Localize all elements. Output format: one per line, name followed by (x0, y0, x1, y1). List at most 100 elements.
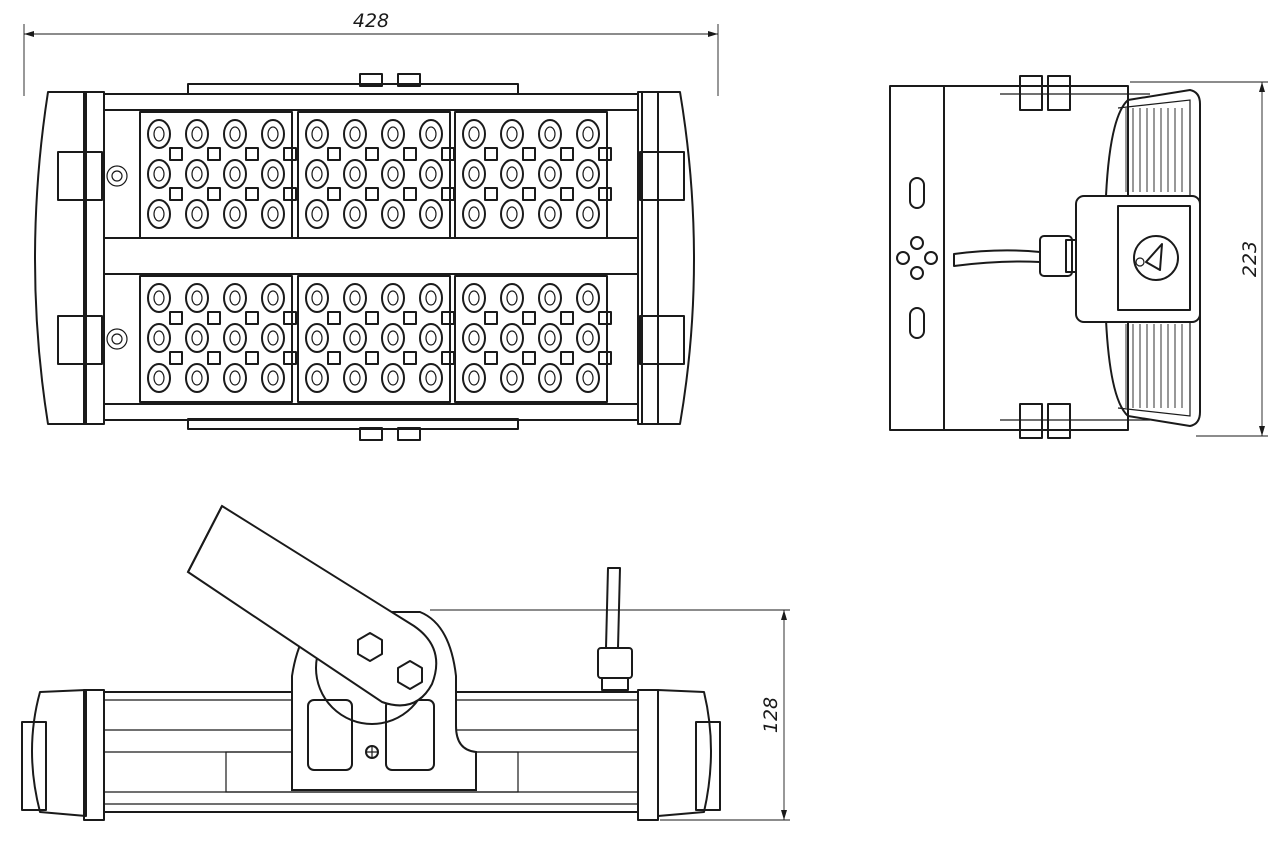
led-lens-inner (153, 206, 165, 222)
led-lens (185, 199, 209, 229)
bottom-view (21, 504, 721, 821)
led-lens (147, 323, 171, 353)
led-lens-inner (425, 206, 437, 222)
led-lens-inner (544, 290, 556, 306)
led-spacer (327, 147, 341, 161)
led-lens-inner (229, 290, 241, 306)
led-lens (419, 363, 443, 393)
led-lens-inner (582, 370, 594, 386)
led-lens-inner (153, 126, 165, 142)
led-lens-inner (229, 126, 241, 142)
led-spacer (560, 311, 574, 325)
led-lens-inner (387, 290, 399, 306)
led-spacer (403, 351, 417, 365)
led-module (139, 275, 293, 403)
led-lens (343, 199, 367, 229)
led-lens-inner (267, 370, 279, 386)
led-lens (343, 363, 367, 393)
led-spacer (283, 351, 297, 365)
led-module (297, 275, 451, 403)
led-lens (305, 363, 329, 393)
led-lens (419, 323, 443, 353)
led-lens (576, 199, 600, 229)
led-lens (147, 283, 171, 313)
led-spacer (365, 311, 379, 325)
led-lens (500, 323, 524, 353)
led-spacer (245, 351, 259, 365)
led-lens-inner (582, 126, 594, 142)
led-lens (576, 159, 600, 189)
led-lens-inner (191, 330, 203, 346)
led-lens-inner (191, 370, 203, 386)
led-lens-inner (506, 370, 518, 386)
led-lens (381, 119, 405, 149)
led-lens (500, 363, 524, 393)
led-lens-inner (506, 290, 518, 306)
led-lens-inner (425, 330, 437, 346)
led-lens-inner (544, 370, 556, 386)
led-lens-inner (544, 330, 556, 346)
led-lens (343, 323, 367, 353)
led-lens (223, 283, 247, 313)
led-spacer (403, 311, 417, 325)
led-lens (185, 323, 209, 353)
led-lens (147, 363, 171, 393)
led-lens-inner (349, 206, 361, 222)
led-lens (538, 159, 562, 189)
led-lens-inner (582, 206, 594, 222)
led-lens-inner (229, 166, 241, 182)
led-spacer (207, 351, 221, 365)
led-lens (538, 283, 562, 313)
led-lens (343, 119, 367, 149)
led-module (454, 275, 608, 403)
led-lens (305, 199, 329, 229)
led-lens (576, 363, 600, 393)
led-lens (185, 363, 209, 393)
led-lens-inner (425, 166, 437, 182)
led-spacer (598, 311, 612, 325)
led-lens-inner (506, 206, 518, 222)
led-spacer (207, 311, 221, 325)
led-lens (223, 159, 247, 189)
led-spacer (283, 147, 297, 161)
led-lens (419, 199, 443, 229)
led-lens-inner (349, 330, 361, 346)
led-lens-inner (153, 166, 165, 182)
led-lens (500, 283, 524, 313)
led-lens (343, 283, 367, 313)
led-spacer (403, 147, 417, 161)
led-spacer (245, 311, 259, 325)
led-spacer (169, 147, 183, 161)
led-spacer (245, 187, 259, 201)
led-lens (462, 363, 486, 393)
led-lens-inner (544, 166, 556, 182)
led-lens (305, 119, 329, 149)
led-module (297, 111, 451, 239)
led-lens (462, 199, 486, 229)
led-lens-inner (311, 370, 323, 386)
led-lens (381, 159, 405, 189)
heatsink-fins (1125, 108, 1183, 408)
front-view (34, 73, 695, 441)
led-lens-inner (468, 290, 480, 306)
led-lens-inner (153, 370, 165, 386)
led-lens-inner (468, 206, 480, 222)
led-lens (500, 159, 524, 189)
led-lens-inner (267, 126, 279, 142)
led-lens (147, 159, 171, 189)
led-lens-inner (506, 126, 518, 142)
led-lens-inner (153, 290, 165, 306)
led-lens (261, 119, 285, 149)
led-lens-inner (387, 126, 399, 142)
led-lens-inner (506, 330, 518, 346)
height-dimension: 223 (1130, 81, 1268, 437)
led-modules (139, 111, 612, 403)
led-spacer (207, 187, 221, 201)
led-lens (419, 119, 443, 149)
led-lens-inner (468, 126, 480, 142)
led-spacer (441, 351, 455, 365)
led-lens (462, 159, 486, 189)
led-lens-inner (544, 206, 556, 222)
led-lens-inner (582, 330, 594, 346)
led-lens (185, 283, 209, 313)
